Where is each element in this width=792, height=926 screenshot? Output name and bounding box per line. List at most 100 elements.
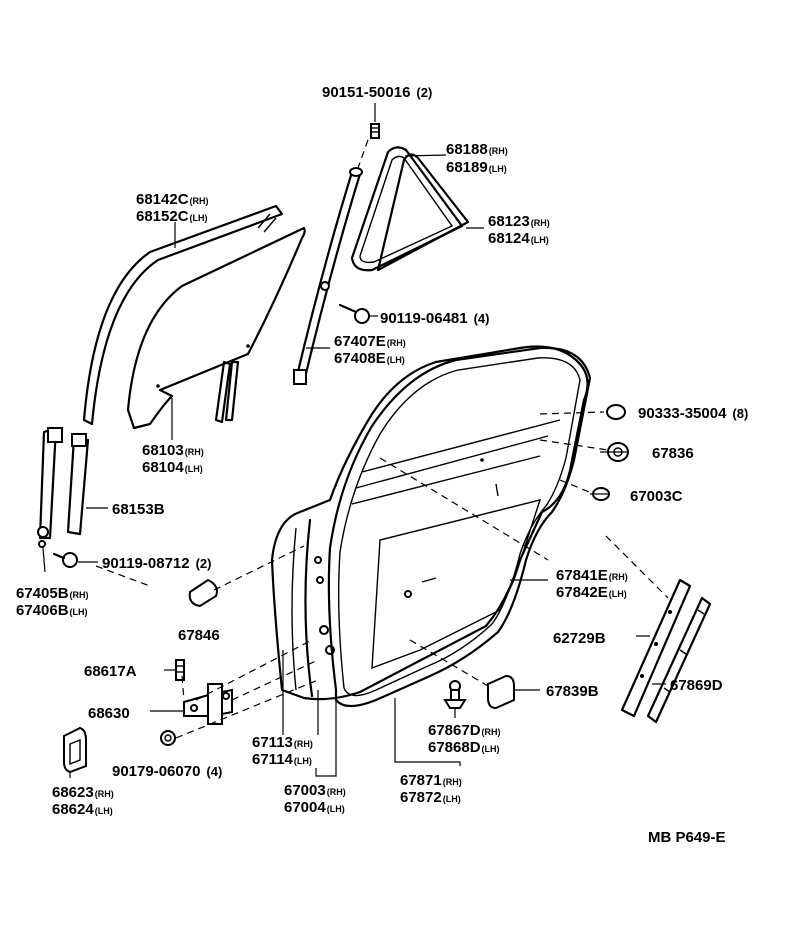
- part-number: 67841E: [556, 567, 608, 584]
- part-number: 67003: [284, 782, 326, 799]
- part-number: 67408E: [334, 350, 386, 367]
- part-label-67846: 67846: [178, 627, 220, 644]
- part-label-90119-08712: 90119-08712 (2): [102, 555, 211, 572]
- door-glass-drawing: [126, 226, 306, 430]
- part-number: 68623: [52, 784, 94, 801]
- diagram-code: MB P649-E: [648, 829, 726, 846]
- part-label-67406b: 67406B(LH): [16, 602, 88, 619]
- rear-door-panel-drawing: [270, 345, 589, 701]
- part-label-67841e: 67841E(RH): [556, 567, 628, 584]
- part-label-68103: 68103(RH): [142, 442, 204, 459]
- part-label-68104: 68104(LH): [142, 459, 203, 476]
- part-label-90333-35004: 90333-35004(8): [638, 405, 748, 422]
- part-side: (RH): [482, 727, 501, 737]
- part-side: (RH): [489, 146, 508, 156]
- part-label-67114: 67114(LH): [252, 751, 312, 768]
- part-side: (RH): [190, 196, 209, 206]
- part-qty: (2): [416, 85, 432, 100]
- part-number: 68617A: [84, 663, 137, 680]
- bolt-drawing-90119-08712: [52, 552, 78, 568]
- part-number: 67846: [178, 627, 220, 644]
- hinge-drawing-68630: [183, 683, 233, 725]
- block-drawing-67846: [188, 578, 218, 608]
- part-side: (LH): [531, 235, 549, 245]
- part-side: (RH): [609, 572, 628, 582]
- part-label-67113: 67113(RH): [252, 734, 313, 751]
- part-number: 68104: [142, 459, 184, 476]
- part-number: 67836: [652, 445, 694, 462]
- part-label-68152c: 68152C(LH): [136, 208, 208, 225]
- leader-lines: [42, 103, 666, 778]
- part-number: 68142C: [136, 191, 189, 208]
- part-number: 68624: [52, 801, 94, 818]
- part-side: (RH): [531, 218, 550, 228]
- part-number: 67004: [284, 799, 326, 816]
- door-weatherstrip-drawing: [327, 346, 592, 708]
- part-label-68123: 68123(RH): [488, 213, 550, 230]
- part-side: (RH): [185, 447, 204, 457]
- part-number: 67869D: [670, 677, 723, 694]
- bolt-drawing-90119-06481: [338, 303, 370, 324]
- part-side: (RH): [327, 787, 346, 797]
- door-glass-run-drawing: [82, 204, 284, 426]
- part-side: (LH): [185, 464, 203, 474]
- part-label-67871: 67871(RH): [400, 772, 462, 789]
- part-number: 67872: [400, 789, 442, 806]
- part-number: 67868D: [428, 739, 481, 756]
- part-label-67836: 67836: [652, 445, 694, 462]
- part-label-67003c: 67003C: [630, 488, 683, 505]
- part-qty: (4): [206, 764, 222, 779]
- part-side: (LH): [609, 589, 627, 599]
- part-label-67004: 67004(LH): [284, 799, 345, 816]
- part-label-68153b: 68153B: [112, 501, 165, 518]
- part-labels: 90151-50016(2)68188(RH)68189(LH)68142C(R…: [16, 84, 748, 818]
- part-side: (LH): [190, 213, 208, 223]
- part-label-68188: 68188(RH): [446, 141, 508, 158]
- part-qty: (2): [196, 556, 212, 571]
- part-qty: (4): [474, 311, 490, 326]
- moulding-drawing-62729B: [620, 578, 692, 718]
- nut-drawing-90179-06070: [160, 730, 176, 746]
- part-side: (LH): [489, 164, 507, 174]
- part-number: 68153B: [112, 501, 165, 518]
- clip-drawing-90333-35004: [606, 404, 626, 420]
- part-label-62729b: 62729B: [553, 630, 606, 647]
- part-number: 67113: [252, 734, 293, 751]
- part-number: 67407E: [334, 333, 386, 350]
- part-number: 67003C: [630, 488, 683, 505]
- part-label-67867d: 67867D(RH): [428, 722, 501, 739]
- pad-drawing-67839B: [487, 674, 515, 710]
- division-bar-drawing: [293, 167, 363, 385]
- part-number: 90119-06481: [380, 310, 468, 327]
- part-side: (LH): [387, 355, 405, 365]
- part-label-67872: 67872(LH): [400, 789, 461, 806]
- dashed-assembly-lines: [95, 139, 669, 739]
- part-number: 68103: [142, 442, 184, 459]
- part-side: (RH): [95, 789, 114, 799]
- part-number: 67405B: [16, 585, 69, 602]
- part-label-68124: 68124(LH): [488, 230, 549, 247]
- part-side: (LH): [482, 744, 500, 754]
- part-label-68189: 68189(LH): [446, 159, 507, 176]
- part-label-68624: 68624(LH): [52, 801, 113, 818]
- quarter-window-weatherstrip-drawing: [350, 146, 464, 272]
- part-number: 90119-08712: [102, 555, 190, 572]
- part-number: 67842E: [556, 584, 608, 601]
- part-label-68630: 68630: [88, 705, 130, 722]
- part-number: 68123: [488, 213, 530, 230]
- part-number: 68630: [88, 705, 130, 722]
- part-label-67405b: 67405B(RH): [16, 585, 89, 602]
- part-label-67408e: 67408E(LH): [334, 350, 405, 367]
- part-label-68623: 68623(RH): [52, 784, 114, 801]
- glass-channel-drawing: [214, 360, 240, 424]
- part-qty: (8): [732, 406, 748, 421]
- part-number: 62729B: [553, 630, 606, 647]
- part-label-67003: 67003(RH): [284, 782, 346, 799]
- part-number: 68124: [488, 230, 530, 247]
- clip-drawing-67867D: [443, 680, 467, 709]
- part-number: 68189: [446, 159, 488, 176]
- part-side: (LH): [443, 794, 461, 804]
- part-number: 90151-50016: [322, 84, 410, 101]
- part-side: (LH): [95, 806, 113, 816]
